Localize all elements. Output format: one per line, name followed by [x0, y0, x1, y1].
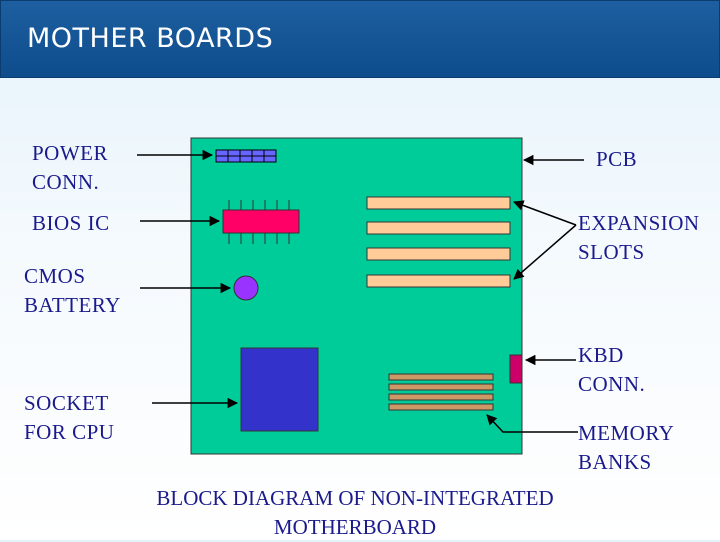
- expansion-slots: [366, 196, 511, 288]
- label-pcb: PCB: [596, 147, 638, 171]
- label-cmos-battery: CMOS BATTERY: [24, 264, 121, 317]
- memory-bank: [388, 393, 494, 401]
- memory-bank: [388, 373, 494, 381]
- label-memory-banks: MEMORY BANKS: [578, 421, 675, 474]
- pointer-expansion-2: [513, 224, 577, 280]
- power-connector: [215, 149, 277, 163]
- expansion-slot: [366, 221, 511, 235]
- label-socket-for-cpu: SOCKET FOR CPU: [24, 391, 115, 444]
- label-power-conn: POWER CONN.: [32, 141, 108, 194]
- cmos-battery: [233, 275, 259, 301]
- cpu-socket: [240, 347, 319, 432]
- expansion-slot: [366, 274, 511, 288]
- label-expansion-slots: EXPANSION SLOTS: [578, 211, 700, 264]
- memory-bank: [388, 383, 494, 391]
- diagram-caption: BLOCK DIAGRAM OF NON-INTEGRATED MOTHERBO…: [156, 486, 554, 539]
- label-bios-ic: BIOS IC: [32, 211, 110, 235]
- memory-bank: [388, 403, 494, 411]
- expansion-slot: [366, 247, 511, 261]
- memory-banks: [388, 373, 494, 411]
- kbd-connector: [509, 354, 523, 384]
- pointer-expansion-1: [513, 200, 577, 226]
- title-bar: MOTHER BOARDS: [0, 0, 720, 78]
- label-kbd-conn: KBD CONN.: [578, 343, 646, 396]
- expansion-slot: [366, 196, 511, 210]
- page-title: MOTHER BOARDS: [27, 23, 274, 54]
- pointer-memory-banks: [486, 414, 578, 433]
- bios-ic-chip: [222, 200, 300, 244]
